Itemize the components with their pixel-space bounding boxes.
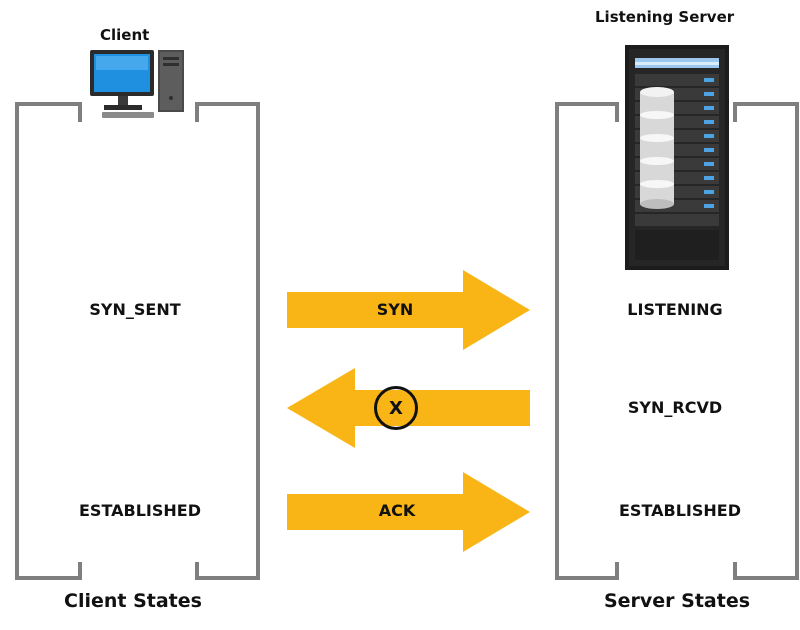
client-state-established: ESTABLISHED [79,501,201,520]
database-stack-icon [640,87,674,209]
syn-arrow [287,270,530,350]
ack-arrow [287,472,530,552]
server-icon [625,45,729,270]
server-title: Listening Server [595,8,735,26]
computer-icon [90,50,184,118]
ack-arrow-label: ACK [378,501,416,520]
client-bracket [15,102,260,580]
client-state-syn-sent: SYN_SENT [89,300,181,319]
server-state-listening: LISTENING [627,300,723,319]
server-footer: Server States [603,590,751,612]
client-title: Client [100,26,150,44]
server-state-syn-rcvd: SYN_RCVD [627,398,723,417]
server-bracket [555,102,799,580]
x-marker-icon: X [374,386,418,430]
syn-arrow-label: SYN [376,300,414,319]
server-state-established: ESTABLISHED [619,501,741,520]
client-footer: Client States [64,590,202,612]
